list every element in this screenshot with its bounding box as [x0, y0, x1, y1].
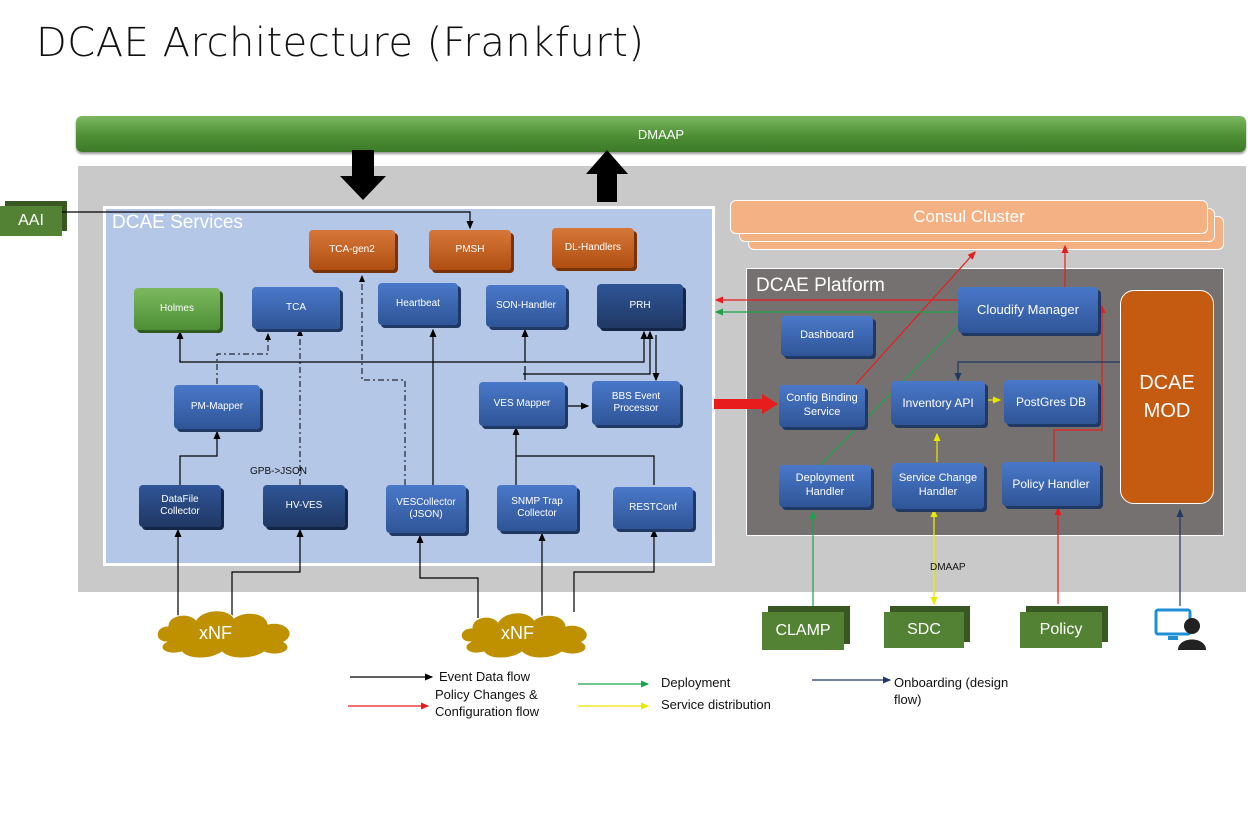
bbs-event-processor-node: BBS Event Processor [592, 381, 680, 425]
deployment-handler-node: Deployment Handler [779, 465, 871, 507]
hv-ves-node: HV-VES [263, 485, 345, 527]
tca-node: TCA [252, 287, 340, 329]
dashboard-node: Dashboard [781, 316, 873, 356]
legend-policy-label: Policy Changes & Configuration flow [435, 687, 540, 719]
service-change-handler-node: Service Change Handler [892, 463, 984, 509]
gpb-json-label: GPB->JSON [250, 466, 307, 477]
holmes-node: Holmes [134, 288, 220, 330]
dcae-platform-title: DCAE Platform [756, 275, 885, 296]
xnf-left-cloud-icon [156, 610, 291, 658]
ves-mapper-node: VES Mapper [479, 382, 565, 426]
sdc-box: SDC [884, 612, 964, 648]
policy-box: Policy [1020, 612, 1102, 648]
ves-collector-node: VESCollector (JSON) [386, 485, 466, 533]
postgres-db-node: PostGres DB [1004, 380, 1098, 424]
consul-cluster: Consul Cluster [730, 200, 1208, 234]
policy-handler-node: Policy Handler [1002, 462, 1100, 506]
legend-onboarding-label: Onboarding (design flow) [894, 675, 1009, 707]
dmaap-distribution-label: DMAAP [930, 562, 966, 573]
legend-deployment-label: Deployment [661, 675, 731, 690]
xnf-left-label: xNF [199, 623, 232, 643]
down-arrow-icon [340, 150, 386, 200]
xnf-right-cloud-icon [460, 612, 588, 658]
restconf-node: RESTConf [613, 487, 693, 529]
datafile-collector-node: DataFile Collector [139, 485, 221, 527]
pm-mapper-node: PM-Mapper [174, 385, 260, 429]
cloudify-manager-node: Cloudify Manager [958, 287, 1098, 333]
snmp-trap-collector-node: SNMP Trap Collector [497, 485, 577, 531]
heartbeat-node: Heartbeat [378, 283, 458, 325]
dcae-mod-node: DCAE MOD [1120, 290, 1214, 504]
prh-node: PRH [597, 284, 683, 328]
legend-event-label: Event Data flow [439, 669, 531, 684]
son-handler-node: SON-Handler [486, 285, 566, 327]
inventory-api-node: Inventory API [891, 381, 985, 425]
user-monitor-icon [1154, 608, 1206, 650]
page-title: DCAE Architecture (Frankfurt) [36, 20, 645, 66]
aai-box: AAI [0, 206, 62, 236]
dl-handlers-node: DL-Handlers [552, 228, 634, 268]
config-binding-service-node: Config Binding Service [779, 385, 865, 427]
legend-service-label: Service distribution [661, 697, 771, 712]
xnf-right-label: xNF [501, 623, 534, 643]
tca-gen2-node: TCA-gen2 [309, 230, 395, 270]
pmsh-node: PMSH [429, 230, 511, 270]
dcae-services-title: DCAE Services [112, 212, 243, 233]
up-arrow-icon [586, 150, 628, 202]
dmaap-bar: DMAAP [76, 116, 1246, 152]
clamp-box: CLAMP [762, 612, 844, 650]
